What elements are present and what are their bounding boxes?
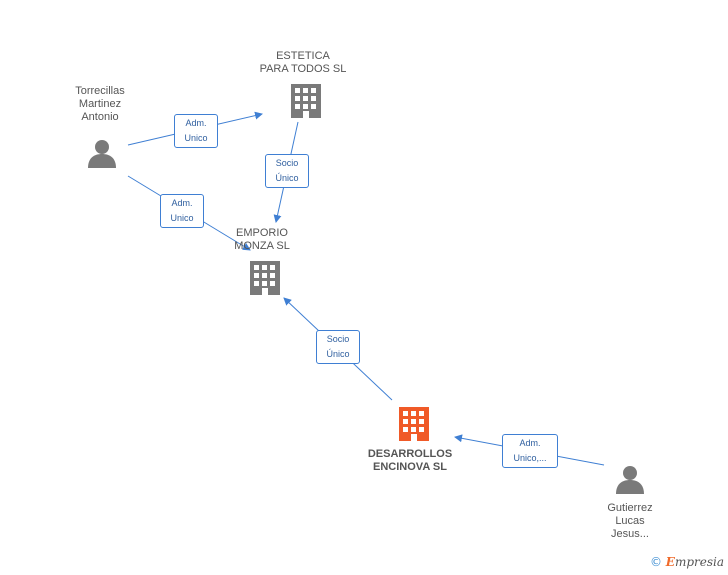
node-label-torrecillas[interactable]: Torrecillas Martinez Antonio <box>75 85 125 123</box>
node-label-estetica[interactable]: ESTETICA PARA TODOS SL <box>259 50 347 75</box>
brand-name: mpresia <box>674 555 724 569</box>
building-icon-emporio[interactable] <box>250 261 280 295</box>
brand-watermark: © Empresia <box>650 555 724 569</box>
edge-label-gutierrez-desarrollos: Adm. Unico,... <box>502 434 558 468</box>
brand-initial: E <box>665 555 675 569</box>
edge-label-estetica-emporio: Socio Único <box>265 154 309 188</box>
copyright-icon: © <box>649 555 662 569</box>
node-label-desarrollos[interactable]: DESARROLLOS ENCINOVA SL <box>367 448 453 473</box>
person-icon-gutierrez[interactable] <box>616 466 644 494</box>
edge-label-desarrollos-emporio: Socio Único <box>316 330 360 364</box>
node-label-emporio[interactable]: EMPORIO MONZA SL <box>234 227 290 252</box>
person-icon-torrecillas[interactable] <box>88 140 116 168</box>
building-icon-estetica[interactable] <box>291 84 321 118</box>
edge-label-torrecillas-emporio: Adm. Unico <box>160 194 204 228</box>
building-icon-desarrollos[interactable] <box>399 407 429 441</box>
node-label-gutierrez[interactable]: Gutierrez Lucas Jesus... <box>607 502 653 540</box>
edge-label-torrecillas-estetica: Adm. Unico <box>174 114 218 148</box>
